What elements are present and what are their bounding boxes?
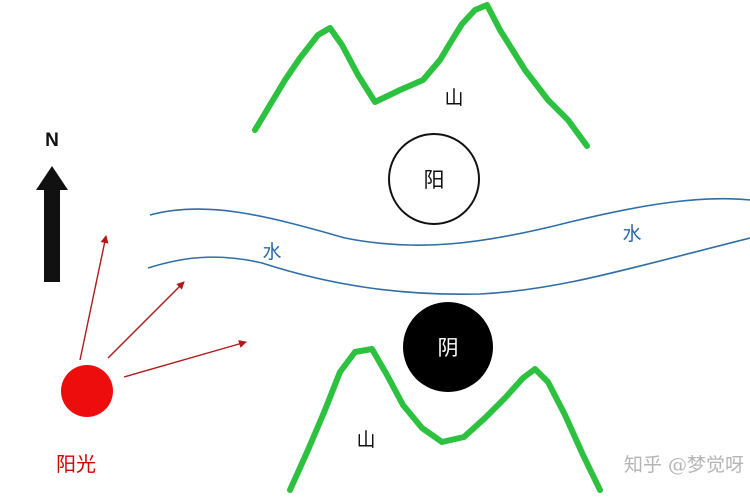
sunlight-label: 阳光 (56, 452, 96, 476)
yang-label: 阳 (424, 168, 445, 192)
north-label: N (45, 130, 59, 151)
north-arrow-shaft (44, 188, 60, 282)
sun-ray (107, 281, 185, 359)
mountain-top-label: 山 (444, 87, 463, 109)
yang-circle (388, 133, 480, 225)
water-label-left: 水 (262, 241, 281, 263)
sun-ray (79, 235, 109, 361)
sun-ray (123, 340, 247, 378)
river-bank-upper (149, 197, 750, 246)
yin-circle (403, 302, 493, 392)
mountain-bottom-label: 山 (356, 429, 375, 451)
watermark: 知乎 @梦觉呀 (624, 454, 744, 476)
bottom-mountain-line (287, 346, 603, 493)
yin-label: 阴 (438, 336, 459, 360)
top-mountain-line (252, 2, 590, 149)
sun-circle (61, 365, 113, 417)
north-arrow-head (36, 166, 68, 190)
water-label-right: 水 (622, 223, 641, 245)
river-bank-lower (147, 237, 750, 296)
